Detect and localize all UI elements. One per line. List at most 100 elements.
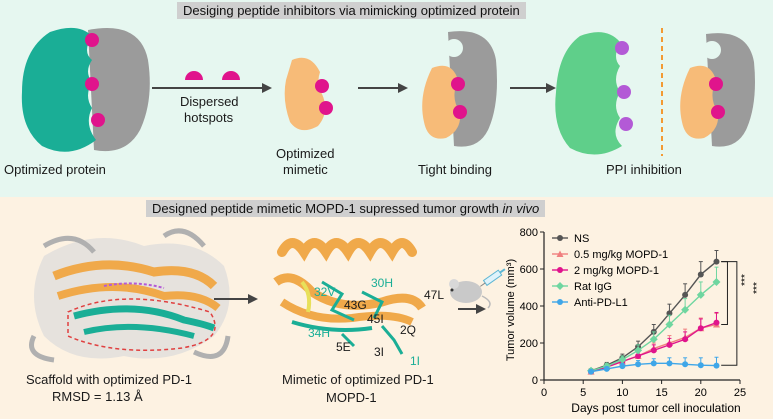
data-point xyxy=(666,341,673,348)
residue-34H: 34H xyxy=(308,326,331,340)
bracket-2 xyxy=(721,261,738,366)
y-tick-label: 800 xyxy=(520,227,538,239)
residue-5E: 5E xyxy=(336,340,351,354)
series-line xyxy=(590,261,717,372)
x-tick-label: 25 xyxy=(734,387,746,399)
bracket-1 xyxy=(721,261,728,325)
x-tick-label: 5 xyxy=(580,387,586,399)
legend-label: NS xyxy=(574,233,589,245)
data-point xyxy=(635,352,642,359)
arrow-1 xyxy=(152,83,272,93)
y-tick-label: 200 xyxy=(520,338,538,350)
arrow-2 xyxy=(358,83,408,93)
data-point xyxy=(697,362,704,369)
data-point xyxy=(682,291,689,298)
data-point xyxy=(649,335,658,344)
scaffold-caption-line1: Scaffold with optimized PD-1 xyxy=(26,372,192,387)
data-point xyxy=(713,319,720,326)
label-ppi-inhibition: PPI inhibition xyxy=(606,162,682,177)
mouse-injection-icon xyxy=(449,268,506,309)
legend-entry: Anti-PD-L1 xyxy=(552,297,628,309)
ppi-green-protein xyxy=(555,32,633,155)
schematic-diagram xyxy=(21,27,755,156)
significance-2: *** xyxy=(752,282,763,294)
legend-label: 2 mg/kg MOPD-1 xyxy=(574,265,659,277)
data-point xyxy=(557,235,563,241)
residue-47L: 47L xyxy=(424,288,445,302)
data-point xyxy=(619,363,626,370)
legend-label: Rat IgG xyxy=(574,281,612,293)
mimetic-caption-line1: Mimetic of optimized PD-1 xyxy=(282,372,434,387)
optimized-mimetic-shape xyxy=(284,57,333,131)
optimized-protein-shape xyxy=(21,27,150,152)
label-optimized-protein: Optimized protein xyxy=(4,162,106,177)
y-tick-label: 600 xyxy=(520,264,538,276)
data-point xyxy=(650,360,657,367)
data-point xyxy=(712,277,721,286)
chart-series xyxy=(587,250,721,375)
residue-2Q: 2Q xyxy=(400,323,417,337)
mimetic-caption-line2: MOPD-1 xyxy=(326,390,377,405)
data-point xyxy=(556,250,564,257)
x-tick-label: 10 xyxy=(616,387,628,399)
legend-label: Anti-PD-L1 xyxy=(574,297,628,309)
arrow-3 xyxy=(510,83,556,93)
y-tick-label: 400 xyxy=(520,301,538,313)
label-hotspots: hotspots xyxy=(184,110,234,125)
data-point xyxy=(634,346,643,355)
residue-1I: 1I xyxy=(410,354,421,368)
scaffold-caption-line2: RMSD = 1.13 Å xyxy=(52,389,143,404)
data-point xyxy=(681,305,690,314)
residue-43G: 43G xyxy=(344,298,367,312)
bottom-banner-italic: in vivo xyxy=(502,201,540,216)
data-point xyxy=(557,267,563,273)
residue-30H: 30H xyxy=(371,276,394,290)
residue-3I: 3I xyxy=(374,345,385,359)
y-tick-label: 0 xyxy=(532,375,538,387)
significance-1: *** xyxy=(740,274,751,286)
tumor-volume-chart: 0 200 400 600 800 0 5 10 15 20 25 NS 0.5 mg/kg MOPD… xyxy=(505,227,763,415)
legend-entry: NS xyxy=(552,233,589,245)
scaffold-structure xyxy=(29,228,231,363)
x-tick-label: 0 xyxy=(541,387,547,399)
data-point xyxy=(588,368,595,375)
label-tight-binding: Tight binding xyxy=(418,162,492,177)
x-tick-label: 15 xyxy=(655,387,667,399)
arrow-5 xyxy=(458,304,486,314)
tight-binding-shape xyxy=(422,31,497,147)
data-point xyxy=(696,290,705,299)
legend-label: 0.5 mg/kg MOPD-1 xyxy=(574,249,668,261)
legend-entry: 0.5 mg/kg MOPD-1 xyxy=(552,249,668,261)
residue-45I: 45I xyxy=(367,312,384,326)
data-point xyxy=(556,282,564,290)
data-point xyxy=(557,299,563,305)
label-dispersed: Dispersed xyxy=(180,94,239,109)
data-point xyxy=(713,258,720,265)
chart-xlabel: Days post tumor cell inoculation xyxy=(571,401,740,415)
legend-entry: Rat IgG xyxy=(552,281,612,293)
ppi-blocked-complex xyxy=(680,33,755,147)
label-mimetic: mimetic xyxy=(283,162,328,177)
significance-brackets xyxy=(721,261,738,366)
data-point xyxy=(713,362,720,369)
data-point xyxy=(650,347,657,354)
data-point xyxy=(603,365,610,372)
mopd1-structure xyxy=(273,238,426,355)
data-point xyxy=(697,325,704,332)
label-optimized: Optimized xyxy=(276,146,335,161)
data-point xyxy=(635,361,642,368)
data-point xyxy=(665,320,674,329)
bottom-banner: Designed peptide mimetic MOPD-1 supresse… xyxy=(146,200,546,217)
data-point xyxy=(697,271,704,278)
series-rat-igg xyxy=(587,266,721,375)
top-banner: Desiging peptide inhibitors via mimickin… xyxy=(177,2,526,19)
series-anti-pd-l1 xyxy=(588,356,720,375)
chart-ylabel: Tumor volume (mm³) xyxy=(505,259,517,361)
x-tick-label: 20 xyxy=(695,387,707,399)
data-point xyxy=(682,336,689,343)
data-point xyxy=(666,360,673,367)
arrow-4 xyxy=(214,294,258,304)
data-point xyxy=(682,361,689,368)
